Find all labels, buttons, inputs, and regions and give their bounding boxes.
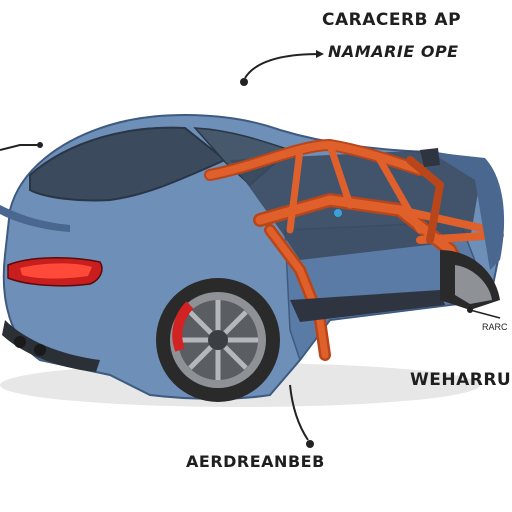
right-pointer-line [469,309,501,319]
brake-caliper [172,301,194,352]
pointer-dot-icon [467,307,473,313]
exhaust-left [14,336,26,348]
exhaust-right [34,344,46,356]
bottom-callout-label: AERDREANBEB [186,452,325,471]
side-mirror [420,148,440,167]
top-subtitle-label: NAMARIE OPE [328,42,459,61]
front-end [430,152,505,270]
rear-diffuser [2,320,100,372]
top-title-label: CARACERB AP [322,10,462,30]
right-callout-label: WEHARRU [410,370,512,390]
rear-window [29,126,227,202]
pointer-dot-icon [240,78,248,86]
frame-lower-arm-highlight [266,226,329,359]
front-wheel [440,250,500,310]
rear-spoiler [0,205,70,232]
left-pointer-line [0,144,38,151]
frame-pillar [406,156,444,244]
frame-joint [334,209,342,217]
orange-frame [204,139,504,361]
frame-cross [286,141,424,234]
pointer-dot-icon [306,440,314,448]
pointer-dot-icon [37,142,43,148]
tiny-callout-label: RARC [482,322,508,332]
curved-arrow-icon [244,53,321,79]
taillight-inner [20,263,92,279]
arrow-head-icon [316,50,324,58]
side-sill [290,290,445,322]
rear-wheel [156,278,280,402]
bottom-pointer-line [289,384,309,441]
